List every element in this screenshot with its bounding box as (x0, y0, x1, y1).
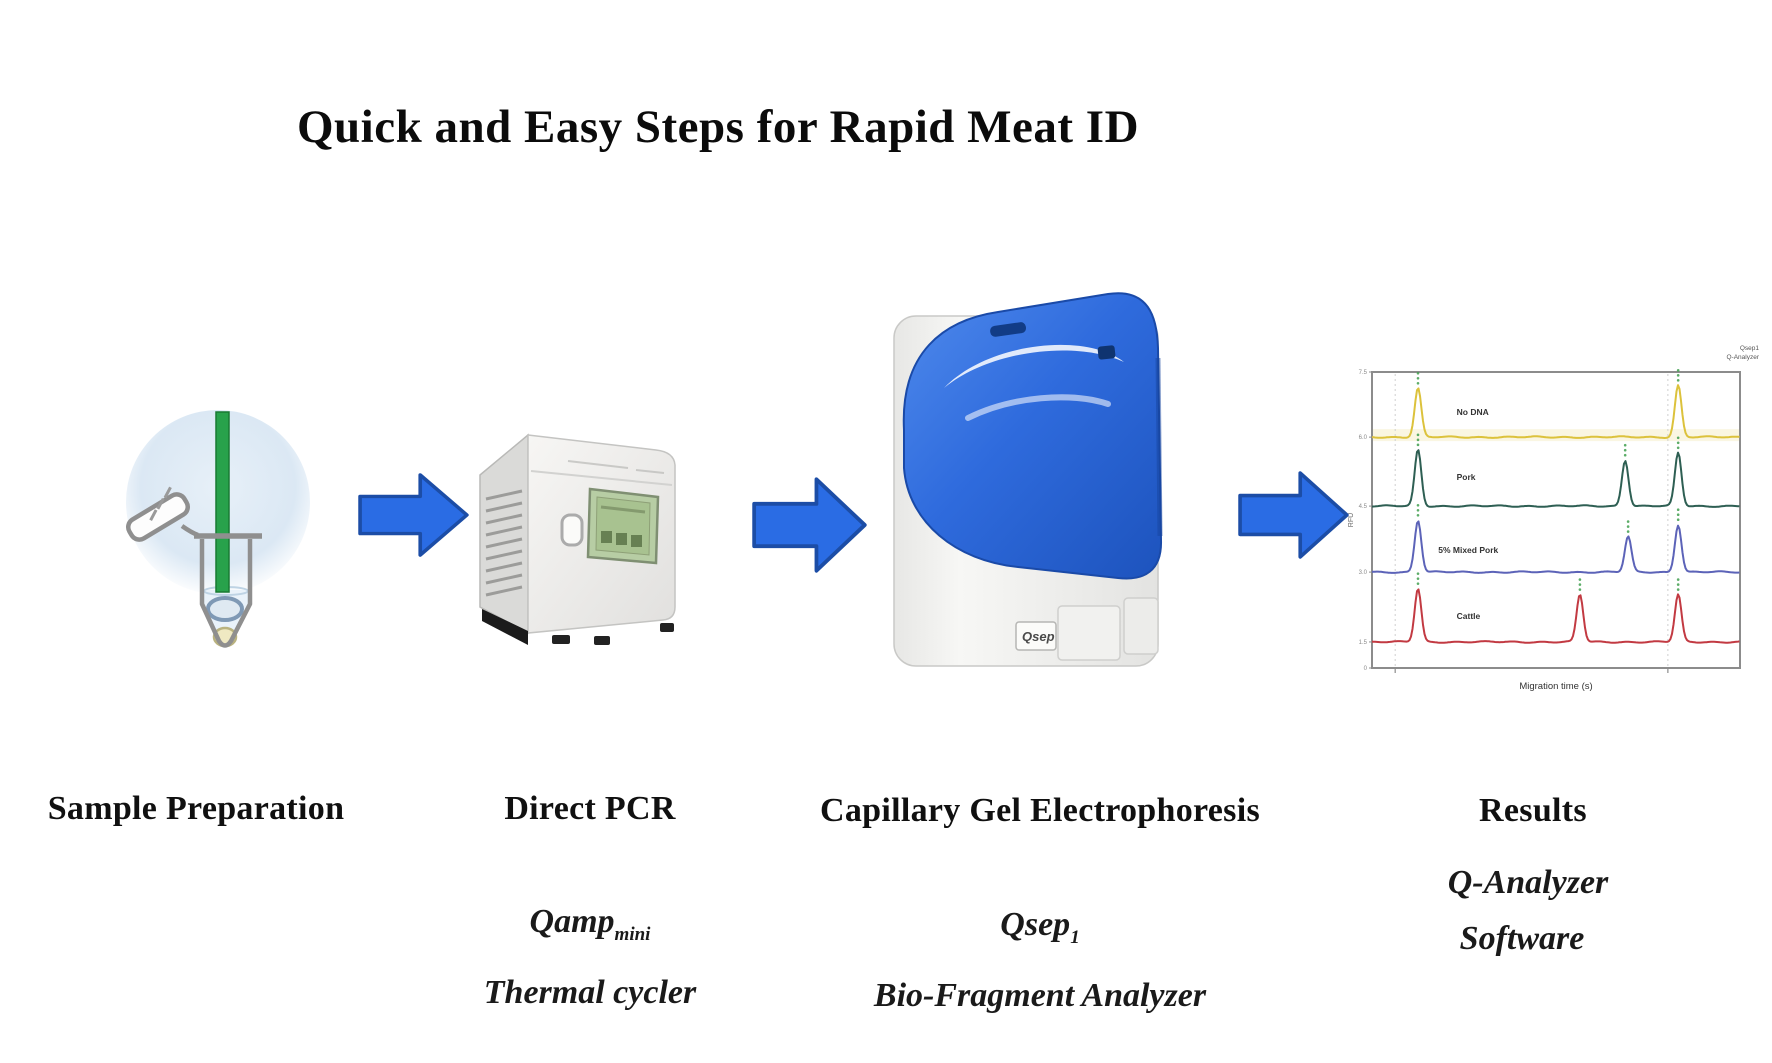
arrow-right-icon-3 (1238, 471, 1349, 559)
peak-size-marker (1626, 525, 1630, 528)
front-door-panel (1057, 605, 1121, 661)
peak-size-marker (1676, 588, 1680, 591)
peak-size-marker (1676, 583, 1680, 586)
peak-size-marker (1676, 374, 1680, 377)
peak-size-marker (1626, 520, 1630, 523)
pcr-foot (594, 636, 610, 645)
qsep-blue-lid (902, 292, 1163, 580)
peak-size-marker (1623, 443, 1627, 447)
y-tick-label: 4.5 (1359, 504, 1368, 510)
product-name-qsep: Qsep1 (1000, 906, 1079, 949)
lid-gloss-highlight (944, 344, 1124, 388)
product-subscript: 1 (1070, 926, 1080, 948)
swab-head (206, 596, 244, 622)
tube-cap-open (126, 486, 199, 542)
chart-corner-note: Q-Analyzer (1726, 354, 1759, 361)
peak-size-marker (1416, 433, 1420, 437)
product-subscript: mini (614, 923, 651, 945)
front-side-panel (1123, 597, 1159, 655)
lid-vent-slot (1097, 345, 1116, 360)
arrow-right-icon-2 (752, 477, 867, 573)
peak-size-marker (1578, 578, 1582, 581)
trace-label: No DNA (1457, 407, 1489, 417)
front-groove (530, 470, 673, 486)
step-label-results: Results (1479, 792, 1587, 829)
peak-size-marker (1578, 588, 1582, 591)
lid-edge-shade (1155, 357, 1163, 537)
product-base: Qsep (1000, 906, 1071, 943)
swab-stick (215, 411, 230, 593)
peak-size-marker (1676, 578, 1680, 581)
peak-size-marker (1416, 577, 1420, 580)
trace-label: Pork (1457, 472, 1476, 482)
lcd-display (586, 487, 660, 565)
chart-corner-note: Qsep1 (1740, 345, 1760, 352)
product-name-qamp: Qampmini (530, 903, 651, 946)
peak-size-marker (1676, 369, 1680, 372)
step-label-direct-pcr: Direct PCR (504, 790, 676, 827)
lid-gloss-streak (965, 394, 1111, 421)
vent-slots (485, 489, 523, 597)
microcentrifuge-tube (194, 533, 262, 648)
peak-size-marker (1416, 381, 1420, 385)
peak-size-marker (1676, 508, 1680, 512)
peak-size-marker (1626, 530, 1630, 533)
trace-pork (1371, 449, 1740, 508)
plot-border (1371, 371, 1741, 669)
product-base: Qamp (529, 903, 615, 940)
peak-size-marker (1578, 583, 1582, 586)
y-tick-label: 0 (1364, 666, 1368, 672)
peak-size-marker (1416, 503, 1420, 507)
product-name-q-analyzer: Q-Analyzer (1447, 864, 1609, 901)
peak-size-marker (1416, 443, 1420, 447)
pcr-base (482, 609, 528, 645)
peak-size-marker (1416, 508, 1420, 512)
peak-size-marker (1416, 438, 1420, 442)
trace-cattle (1371, 588, 1740, 644)
x-axis-label: Migration time (s) (1519, 681, 1592, 692)
pcr-foot (552, 635, 570, 644)
arrow-right-icon-1 (358, 473, 469, 557)
product-line-software: Software (1459, 920, 1585, 957)
y-tick-label: 7.5 (1359, 370, 1368, 376)
front-print-smudge (567, 460, 665, 474)
sample-preparation-icon (126, 410, 310, 648)
thermal-cycler-icon (479, 433, 676, 645)
y-tick-label: 6.0 (1359, 435, 1368, 441)
qsep-analyzer-icon: Qsep (893, 292, 1163, 667)
step-label-sample-preparation: Sample Preparation (47, 790, 345, 827)
qsep-logo-plate (1015, 621, 1057, 651)
peak-size-marker (1676, 441, 1680, 445)
trace-5-mixed-pork (1371, 520, 1740, 574)
page-title: Quick and Easy Steps for Rapid Meat ID (296, 101, 1140, 153)
qsep-logo-text: Qsep (1022, 629, 1055, 644)
peak-size-marker (1416, 371, 1420, 375)
y-tick-label: 1.5 (1359, 640, 1368, 646)
peak-size-marker (1676, 518, 1680, 522)
peak-size-marker (1416, 582, 1420, 585)
product-line-thermal-cycler: Thermal cycler (483, 974, 697, 1011)
peak-size-marker (1676, 446, 1680, 450)
trace-no-dna (1371, 384, 1740, 439)
pcr-foot (660, 623, 674, 632)
peak-size-marker (1416, 572, 1420, 575)
peak-size-marker (1676, 513, 1680, 517)
peak-size-marker (1623, 448, 1627, 452)
trace-label: 5% Mixed Pork (1438, 545, 1498, 555)
product-line-bio-fragment-analyzer: Bio-Fragment Analyzer (873, 977, 1207, 1014)
lid-handle-slot (990, 322, 1027, 337)
y-tick-label: 3.0 (1359, 570, 1368, 576)
peak-size-marker (1676, 436, 1680, 440)
peak-size-marker (1416, 513, 1420, 517)
y-axis-label: RFU (1348, 513, 1355, 527)
peak-size-marker (1623, 453, 1627, 457)
trace-label: Cattle (1457, 611, 1481, 621)
pcr-button (560, 513, 584, 547)
step-label-capillary-gel-electrophoresis: Capillary Gel Electrophoresis (820, 792, 1260, 829)
peak-size-marker (1676, 379, 1680, 382)
peak-size-marker (1416, 376, 1420, 380)
